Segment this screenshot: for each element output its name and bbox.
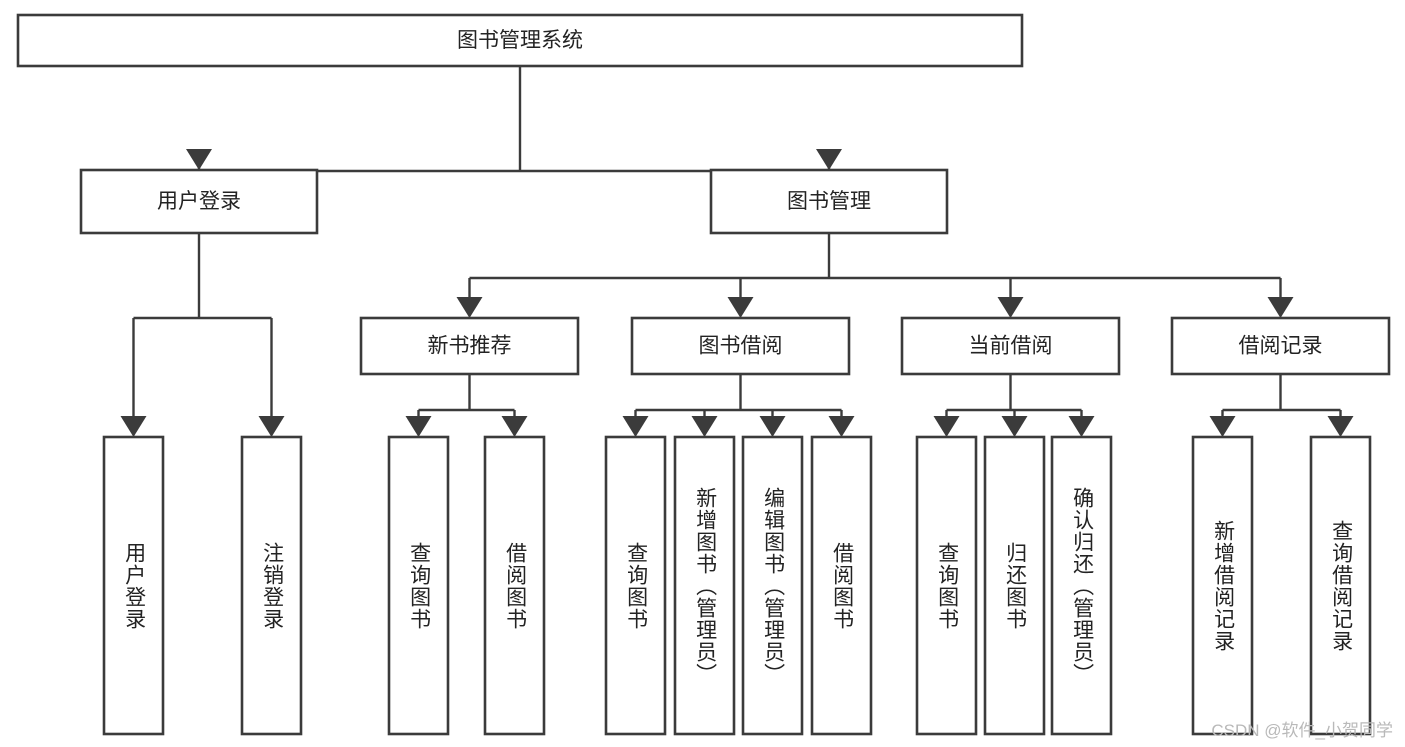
node-label-borrow-record: 借阅记录 <box>1239 335 1323 358</box>
node-label-leaf-user-logout: 注销登录 <box>260 541 284 630</box>
node-box-leaf-query-book-rec[interactable] <box>387 435 450 736</box>
node-label-leaf-query-book-rec: 查询图书 <box>407 541 431 630</box>
arrow-head-icon <box>456 297 483 318</box>
arrow-head-icon <box>759 416 786 437</box>
node-box-leaf-query-book-cur[interactable] <box>915 435 978 736</box>
node-box-user-login[interactable] <box>79 168 319 235</box>
node-box-leaf-add-record[interactable] <box>1191 435 1254 736</box>
node-box-leaf-edit-book[interactable] <box>741 435 804 736</box>
node-box-leaf-user-login[interactable] <box>102 435 165 736</box>
arrow-head-icon <box>727 297 754 318</box>
watermark-text: CSDN @软件_小贺同学 <box>1211 721 1393 740</box>
node-label-leaf-query-book-cur: 查询图书 <box>935 541 959 630</box>
node-box-book-manage[interactable] <box>709 168 949 235</box>
node-box-leaf-return-book[interactable] <box>983 435 1046 736</box>
node-box-book-borrow[interactable] <box>630 316 851 376</box>
node-box-leaf-add-book[interactable] <box>673 435 736 736</box>
node-label-leaf-return-book: 归还图书 <box>1003 541 1027 630</box>
arrow-head-icon <box>120 416 147 437</box>
arrow-head-icon <box>1327 416 1354 437</box>
node-label-leaf-borrow-book-rec: 借阅图书 <box>503 541 527 630</box>
node-box-leaf-confirm-return[interactable] <box>1050 435 1113 736</box>
node-label-book-manage: 图书管理 <box>787 190 871 213</box>
node-label-leaf-user-login: 用户登录 <box>122 541 146 630</box>
arrow-head-icon <box>622 416 649 437</box>
arrow-head-icon <box>1001 416 1028 437</box>
node-box-borrow-record[interactable] <box>1170 316 1391 376</box>
arrow-head-icon <box>186 149 212 170</box>
node-label-user-login: 用户登录 <box>157 190 241 213</box>
node-box-leaf-user-logout[interactable] <box>240 435 303 736</box>
node-label-leaf-add-record: 新增借阅记录 <box>1211 519 1235 652</box>
node-box-layer <box>16 13 1391 736</box>
node-label-leaf-query-record: 查询借阅记录 <box>1329 519 1353 652</box>
node-label-leaf-confirm-return: 确认归还（管理员） <box>1070 486 1094 685</box>
node-box-current-borrow[interactable] <box>900 316 1121 376</box>
node-box-leaf-query-book-bo[interactable] <box>604 435 667 736</box>
node-label-leaf-borrow-book-bo: 借阅图书 <box>830 541 854 630</box>
arrow-head-icon <box>258 416 285 437</box>
connector-layer <box>120 66 1354 437</box>
arrow-head-icon <box>828 416 855 437</box>
node-box-new-book-rec[interactable] <box>359 316 580 376</box>
arrow-head-icon <box>997 297 1024 318</box>
arrow-head-icon <box>1209 416 1236 437</box>
node-label-leaf-add-book: 新增图书（管理员） <box>693 486 717 685</box>
node-box-leaf-borrow-book-rec[interactable] <box>483 435 546 736</box>
arrow-head-icon <box>933 416 960 437</box>
node-box-leaf-query-record[interactable] <box>1309 435 1372 736</box>
arrow-head-icon <box>501 416 528 437</box>
node-label-root: 图书管理系统 <box>457 29 583 52</box>
node-label-current-borrow: 当前借阅 <box>969 335 1053 358</box>
arrow-head-icon <box>405 416 432 437</box>
arrow-head-icon <box>691 416 718 437</box>
arrow-head-icon <box>816 149 842 170</box>
node-label-leaf-edit-book: 编辑图书（管理员） <box>761 486 785 685</box>
node-label-book-borrow: 图书借阅 <box>699 335 783 358</box>
node-label-new-book-rec: 新书推荐 <box>428 335 512 358</box>
node-label-leaf-query-book-bo: 查询图书 <box>624 541 648 630</box>
arrow-head-icon <box>1068 416 1095 437</box>
arrow-head-icon <box>1267 297 1294 318</box>
node-box-root[interactable] <box>16 13 1024 68</box>
node-box-leaf-borrow-book-bo[interactable] <box>810 435 873 736</box>
